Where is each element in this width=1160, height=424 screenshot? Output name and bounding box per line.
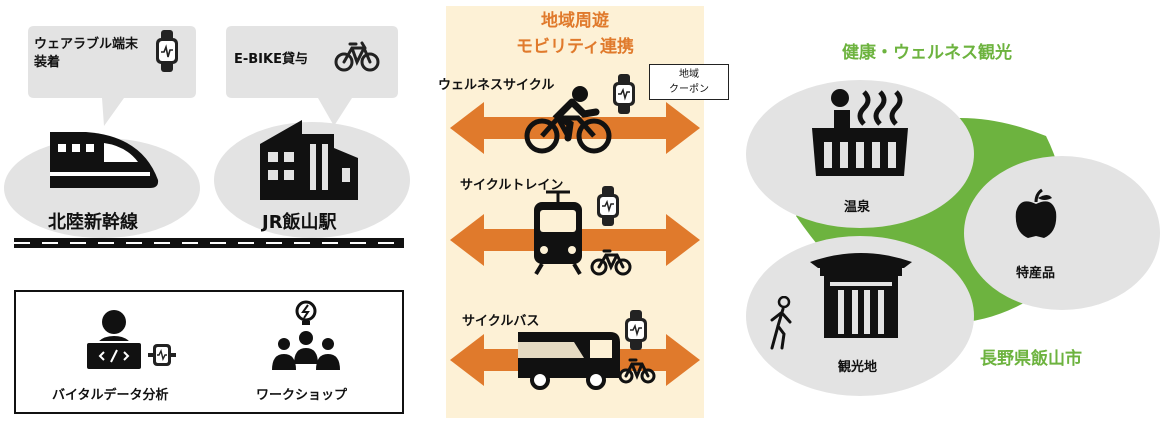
onsen-icon [808,88,912,178]
workshop-label: ワークショップ [256,388,348,403]
cycle-bus-label: サイクルバス [462,314,540,329]
bubble-ebike [222,22,402,132]
bubble-wearable-text: ウェアラブル端末 装着 [34,37,139,70]
station-building-icon [256,118,362,202]
analysis-box [14,290,404,414]
wellness-cycle-label: ウェルネスサイクル [438,78,555,93]
bubble-ebike-text: E-BIKE貸与 [234,52,308,67]
smartwatch-small-icon [148,340,176,370]
sightseeing-label: 観光地 [838,360,878,375]
cyclist-icon [524,84,612,156]
smartwatch-row2-icon [596,186,620,226]
tram-icon [530,190,586,276]
walking-person-icon [766,296,798,350]
bicycle-row2-icon [590,248,632,276]
cycle-train-label: サイクルトレイン [460,178,564,193]
vital-analysis-label: バイタルデータ分析 [52,388,169,403]
jr-station-label: JR飯山駅 [262,212,337,233]
smartwatch-row3-icon [624,310,648,350]
smartwatch-row1-icon [612,74,636,114]
coupon-label: 地域 クーポン [669,69,709,95]
smartwatch-icon [154,30,180,72]
double-arrow-1 [450,102,700,154]
bus-icon [514,328,624,390]
bubble-wearable [24,22,200,132]
temple-icon [808,244,914,340]
specialty-label: 特産品 [1016,266,1056,281]
specialty-ellipse [964,156,1160,310]
mobility-title: 地域周遊 モビリティ連携 [516,11,634,57]
workshop-group-icon [268,300,344,374]
shinkansen-label: 北陸新幹線 [48,212,138,233]
wellness-tourism-title: 健康・ウェルネス観光 [842,43,1012,63]
onsen-label: 温泉 [844,200,871,215]
apple-icon [1014,188,1058,240]
analyst-laptop-icon [84,306,146,372]
city-label: 長野県飯山市 [980,349,1082,369]
shinkansen-icon [46,128,162,194]
railway-track [14,238,404,248]
bicycle-row3-icon [618,358,656,384]
coupon-box [649,64,729,100]
bicycle-icon [334,40,380,72]
